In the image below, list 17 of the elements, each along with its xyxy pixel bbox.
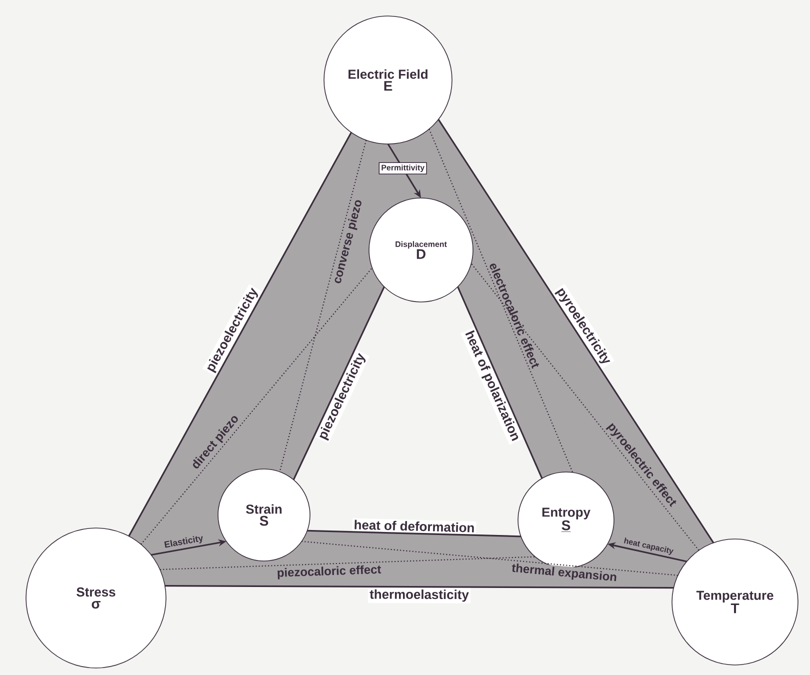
connector-line <box>438 118 714 544</box>
edge-label: thermoelasticity <box>368 588 470 604</box>
connector-line <box>307 530 521 538</box>
dotted-line <box>302 540 678 576</box>
connector-line <box>128 132 352 537</box>
edge-label: thermal expansion <box>510 561 620 586</box>
connector-line <box>292 286 385 480</box>
dotted-line <box>470 263 700 551</box>
edge-label: heat of deformation <box>352 518 476 534</box>
dotted-line <box>428 128 574 473</box>
edge-label: piezocaloric effect <box>275 563 383 581</box>
connector-line <box>164 585 674 589</box>
dotted-line <box>160 556 536 570</box>
edge-label: converse piezo <box>330 196 366 287</box>
dotted-line <box>140 267 373 545</box>
dotted-line <box>279 140 367 472</box>
connector-line <box>457 286 543 479</box>
